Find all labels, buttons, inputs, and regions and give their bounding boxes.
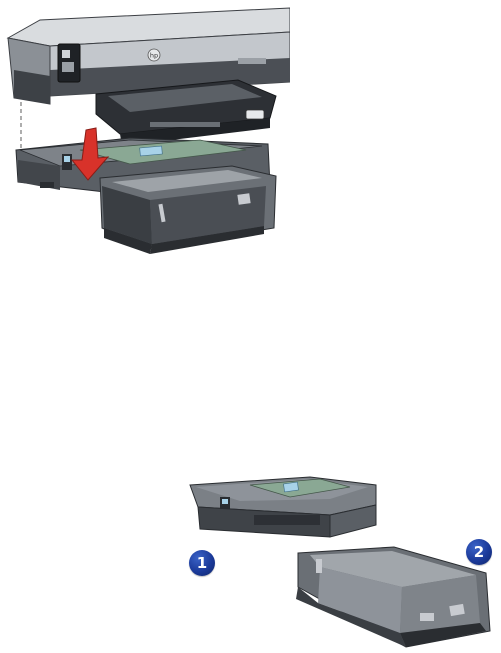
hp-logo: hp	[150, 52, 158, 60]
paper-cassette	[100, 166, 276, 254]
duplex-unit	[190, 477, 376, 537]
paper-cassette-part	[296, 547, 490, 647]
accessory-parts-illustration	[180, 455, 500, 653]
printer-install-illustration: hp	[0, 0, 290, 262]
callout-2-badge: 2	[466, 539, 492, 565]
callout-1-badge: 1	[189, 550, 215, 576]
